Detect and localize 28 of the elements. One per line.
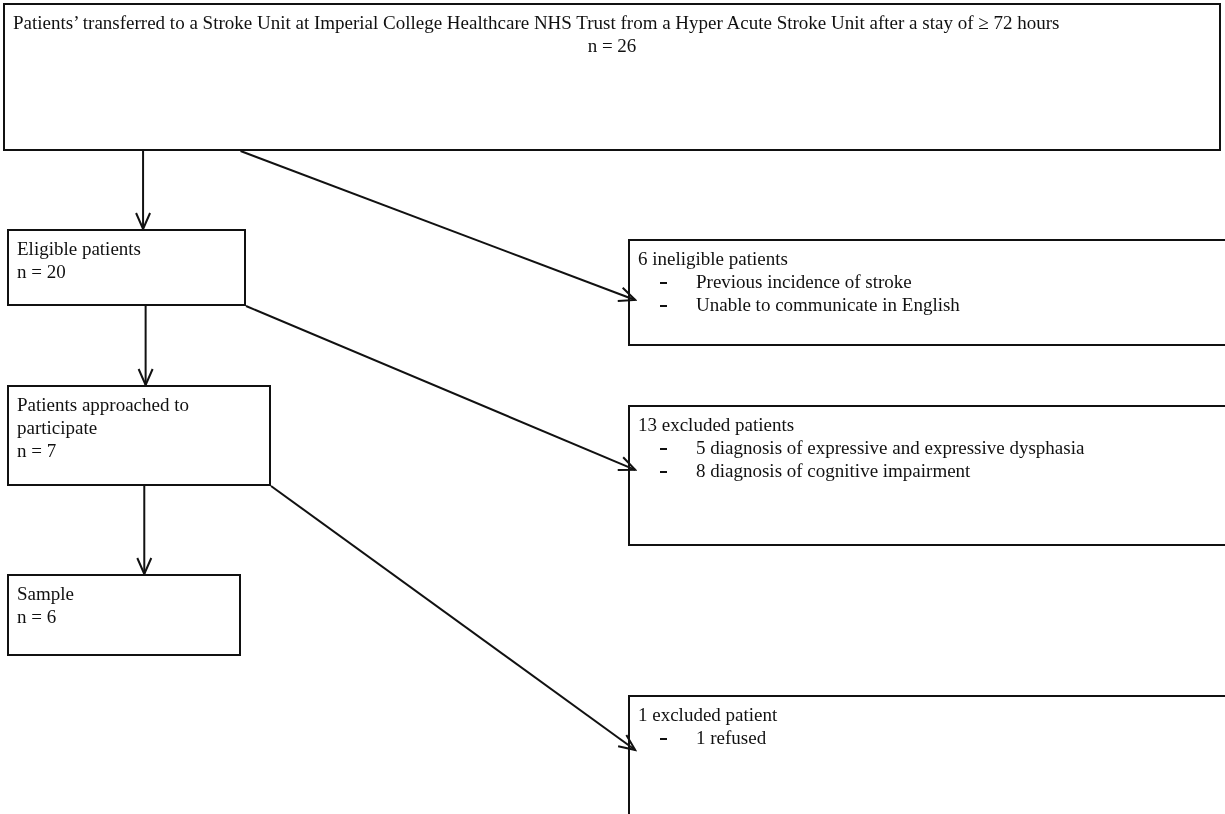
count-text: n = 20	[17, 260, 67, 283]
flow-box	[7, 229, 246, 306]
list-item: 1 refused	[638, 726, 1218, 749]
arrow	[137, 305, 154, 386]
flow-box	[628, 405, 1225, 546]
count-text: n = 7	[17, 439, 58, 462]
count-text: n = 26	[586, 34, 638, 57]
arrow	[239, 150, 637, 302]
list-item: 8 diagnosis of cognitive impairment	[638, 459, 1218, 482]
arrow	[136, 485, 153, 575]
list-item: Previous incidence of stroke	[638, 270, 1218, 293]
flow-box	[3, 3, 1221, 151]
flow-box	[7, 385, 271, 486]
list-item: Unable to communicate in English	[638, 293, 1218, 316]
flow-box	[628, 695, 1225, 814]
arrow	[135, 150, 152, 230]
box-heading: 1 excluded patient	[638, 703, 779, 726]
flow-box	[628, 239, 1225, 346]
arrow	[245, 305, 637, 472]
box-heading: Patients’ transferred to a Stroke Unit at Imperial College Healthcare NHS Trust from a Hyper Acute Stroke Unit after a stay of ≥ 72 hours	[13, 11, 1061, 34]
flow-box	[7, 574, 241, 656]
list-item: 5 diagnosis of expressive and expressive dysphasia	[638, 436, 1218, 459]
box-heading: 13 excluded patients	[638, 413, 796, 436]
box-heading: Eligible patients	[17, 237, 142, 260]
arrow	[270, 485, 637, 751]
box-heading: Sample	[17, 582, 75, 605]
box-heading: 6 ineligible patients	[638, 247, 789, 270]
count-text: n = 6	[17, 605, 58, 628]
